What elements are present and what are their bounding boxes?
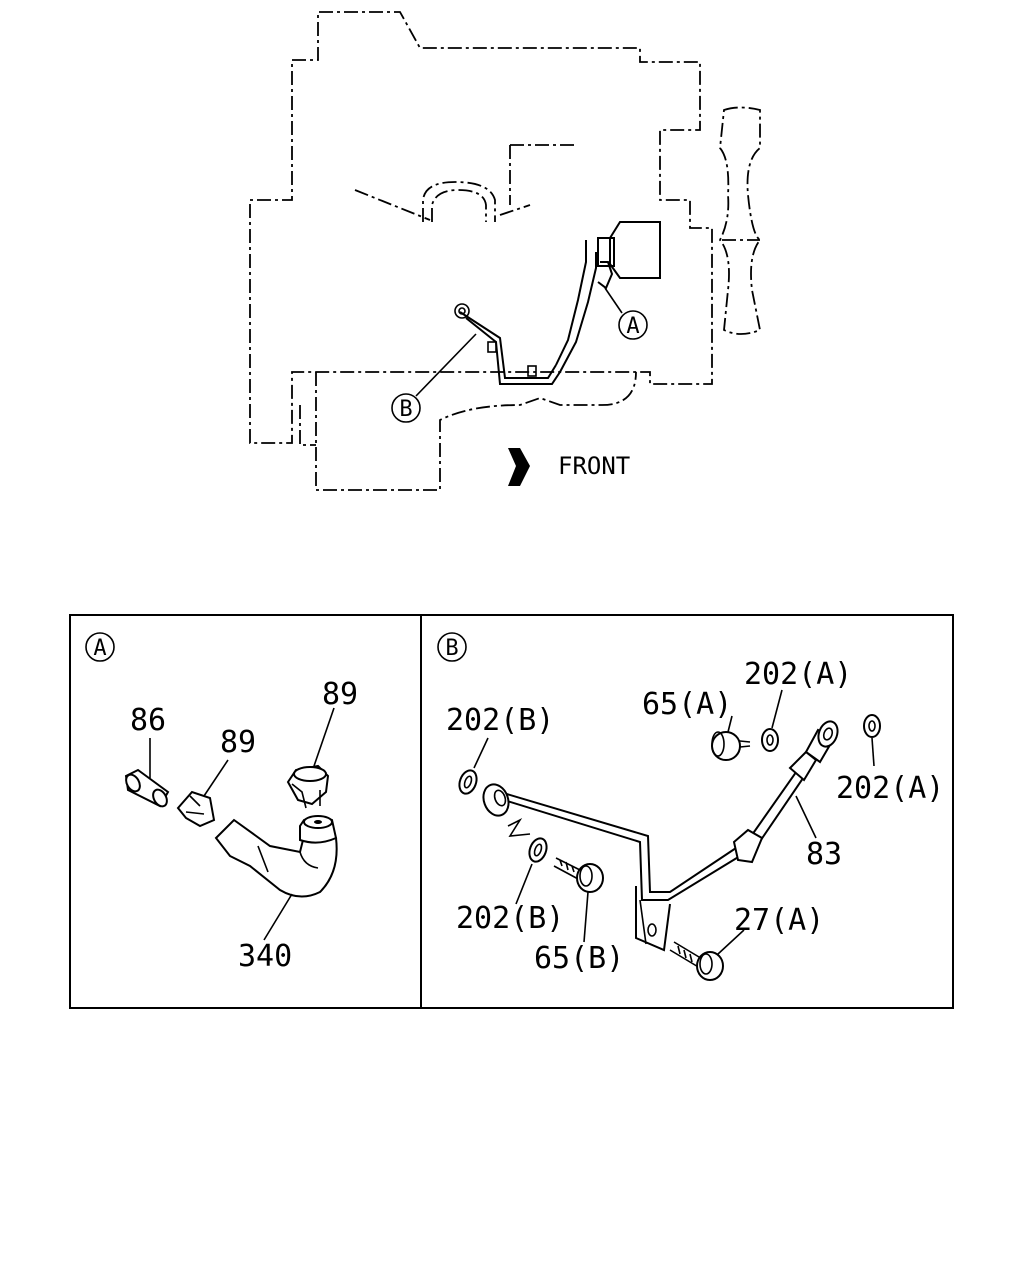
oil-pipe-bottom (459, 311, 557, 379)
leader-89-left (203, 759, 229, 797)
oil-pipe-upper (555, 240, 597, 373)
engine-rear-detail (299, 405, 316, 446)
label-202a-right: 202(A) (836, 771, 944, 806)
label-86: 86 (130, 703, 166, 738)
filler-hump-inner (431, 189, 487, 222)
leader-27a (717, 929, 745, 955)
oil-pan (315, 371, 637, 491)
label-89-right: 89 (322, 677, 358, 712)
callout-b-circle (391, 393, 421, 423)
leader-a-overview (604, 287, 623, 314)
part-202b-washer-top (458, 769, 478, 795)
pipe-bracket (487, 341, 497, 353)
part-89-clip-right (286, 764, 330, 809)
part-89-clip-left (176, 790, 216, 828)
part-86-union (124, 768, 170, 808)
leader-202b-zigzag (507, 818, 531, 837)
part-202a-washer-top (761, 728, 779, 752)
filler-hump (422, 181, 496, 222)
callout-b-label: B (399, 397, 412, 422)
fan-blade (718, 106, 762, 335)
label-340: 340 (238, 939, 292, 974)
detail-panel-b: B 83 202(B) (437, 632, 944, 981)
front-arrow-icon (508, 448, 530, 486)
panel-a-header-circle (85, 632, 115, 662)
pipe-eye-fitting (454, 303, 470, 319)
label-202a-top: 202(A) (744, 657, 852, 692)
pipe-clip (527, 365, 537, 377)
leader-65a (727, 715, 733, 733)
panel-b-header: B (445, 636, 458, 661)
leader-89-right (313, 707, 335, 767)
part-202b-washer-bottom (528, 837, 548, 863)
oil-pipe-bottom-inner (465, 317, 561, 385)
leader-b-overview (415, 333, 477, 397)
pipe-eye-hole (458, 307, 466, 315)
part-65b-bolt (553, 857, 604, 893)
cover-line (354, 144, 575, 221)
label-27a: 27(A) (734, 903, 824, 938)
panel-a-header: A (93, 636, 106, 661)
engine-overview: A B FRONT (249, 11, 762, 491)
part-27a-bolt (669, 941, 724, 981)
panel-b-header-circle (437, 632, 467, 662)
leader-65b (583, 891, 589, 943)
leader-202a-top (771, 689, 783, 729)
part-202a-washer-right (863, 714, 881, 738)
engine-outline (249, 11, 713, 444)
label-202b-top: 202(B) (446, 703, 554, 738)
label-89-left: 89 (220, 725, 256, 760)
detail-frame (69, 614, 954, 1009)
part-83-oil-pipe (482, 720, 839, 952)
leader-202a-right (871, 737, 875, 767)
leader-340 (263, 893, 293, 941)
label-65a: 65(A) (642, 687, 732, 722)
leader-202b-top (473, 737, 489, 769)
leader-83 (795, 795, 817, 839)
front-label: FRONT (558, 452, 630, 480)
callout-a-circle (618, 310, 648, 340)
turbo-flange (597, 237, 615, 267)
label-65b: 65(B) (534, 941, 624, 976)
hose-a-overview (597, 261, 614, 290)
turbo-housing (609, 221, 661, 279)
label-83: 83 (806, 837, 842, 872)
detail-panel-a: A 86 89 89 (85, 632, 358, 974)
part-65a-bolt (711, 731, 751, 761)
leader-202b-bottom (515, 863, 533, 905)
callout-a-label: A (626, 314, 639, 339)
part-340-hose (214, 815, 338, 898)
label-202b-bottom: 202(B) (456, 901, 564, 936)
